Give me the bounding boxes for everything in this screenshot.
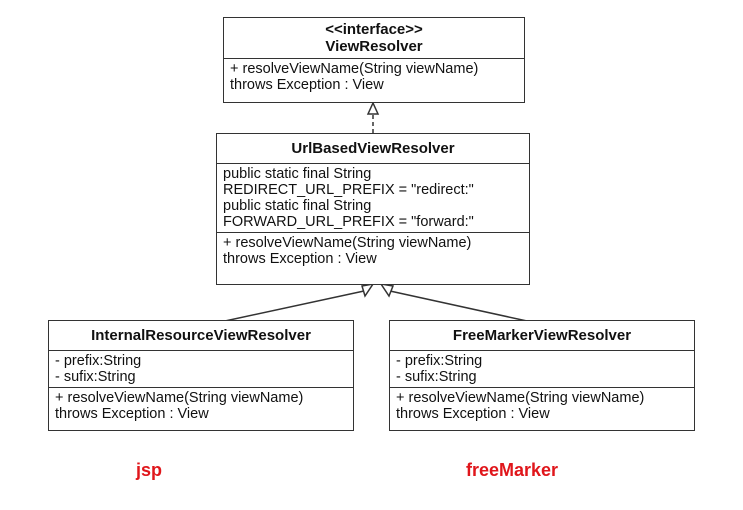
method-line: throws Exception : View [55, 406, 209, 422]
realization-arrowhead [366, 101, 380, 115]
methods-section: + resolveViewName(String viewName) throw… [390, 387, 694, 424]
attribute-line: FORWARD_URL_PREFIX = "forward:" [223, 214, 474, 230]
generalization-line-freemarker [389, 290, 528, 322]
class-header: <<interface>> ViewResolver [224, 18, 524, 59]
class-name: FreeMarkerViewResolver [452, 327, 632, 344]
caption-jsp: jsp [136, 460, 163, 480]
caption-freemarker: freeMarker [466, 460, 559, 480]
generalization-arrowhead-internal [361, 282, 375, 298]
method-line: + resolveViewName(String viewName) [223, 235, 472, 251]
attribute-line: - sufix:String [396, 369, 477, 385]
methods-section: + resolveViewName(String viewName) throw… [49, 387, 353, 424]
attributes-section: - prefix:String - sufix:String [49, 351, 353, 387]
method-line: throws Exception : View [230, 77, 384, 93]
class-urlbasedviewresolver: UrlBasedViewResolver public static final… [216, 133, 530, 285]
method-line: + resolveViewName(String viewName) [396, 390, 645, 406]
class-header: FreeMarkerViewResolver [390, 321, 694, 351]
methods-section: + resolveViewName(String viewName) throw… [217, 232, 529, 269]
attribute-line: - prefix:String [55, 353, 142, 369]
attributes-section: - prefix:String - sufix:String [390, 351, 694, 387]
generalization-line-internal [224, 290, 365, 322]
method-line: + resolveViewName(String viewName) [230, 61, 479, 77]
class-internalresourceviewresolver: InternalResourceViewResolver - prefix:St… [48, 320, 354, 431]
attribute-line: public static final String [223, 166, 372, 182]
methods-section: + resolveViewName(String viewName) throw… [224, 59, 524, 95]
attribute-line: public static final String [223, 198, 372, 214]
attributes-section: public static final String REDIRECT_URL_… [217, 164, 529, 232]
method-line: + resolveViewName(String viewName) [55, 390, 304, 406]
attribute-line: - sufix:String [55, 369, 136, 385]
attribute-line: REDIRECT_URL_PREFIX = "redirect:" [223, 182, 474, 198]
method-line: throws Exception : View [396, 406, 550, 422]
class-name: UrlBasedViewResolver [291, 140, 455, 157]
class-name: ViewResolver [325, 38, 423, 55]
class-header: UrlBasedViewResolver [217, 134, 529, 164]
attribute-line: - prefix:String [396, 353, 483, 369]
method-line: throws Exception : View [223, 251, 377, 267]
stereotype-label: <<interface>> [325, 21, 423, 38]
class-freemarkerviewresolver: FreeMarkerViewResolver - prefix:String -… [389, 320, 695, 431]
class-header: InternalResourceViewResolver [49, 321, 353, 351]
class-viewresolver: <<interface>> ViewResolver + resolveView… [223, 17, 525, 103]
class-name: InternalResourceViewResolver [91, 327, 311, 344]
generalization-arrowhead-freemarker [379, 282, 395, 298]
